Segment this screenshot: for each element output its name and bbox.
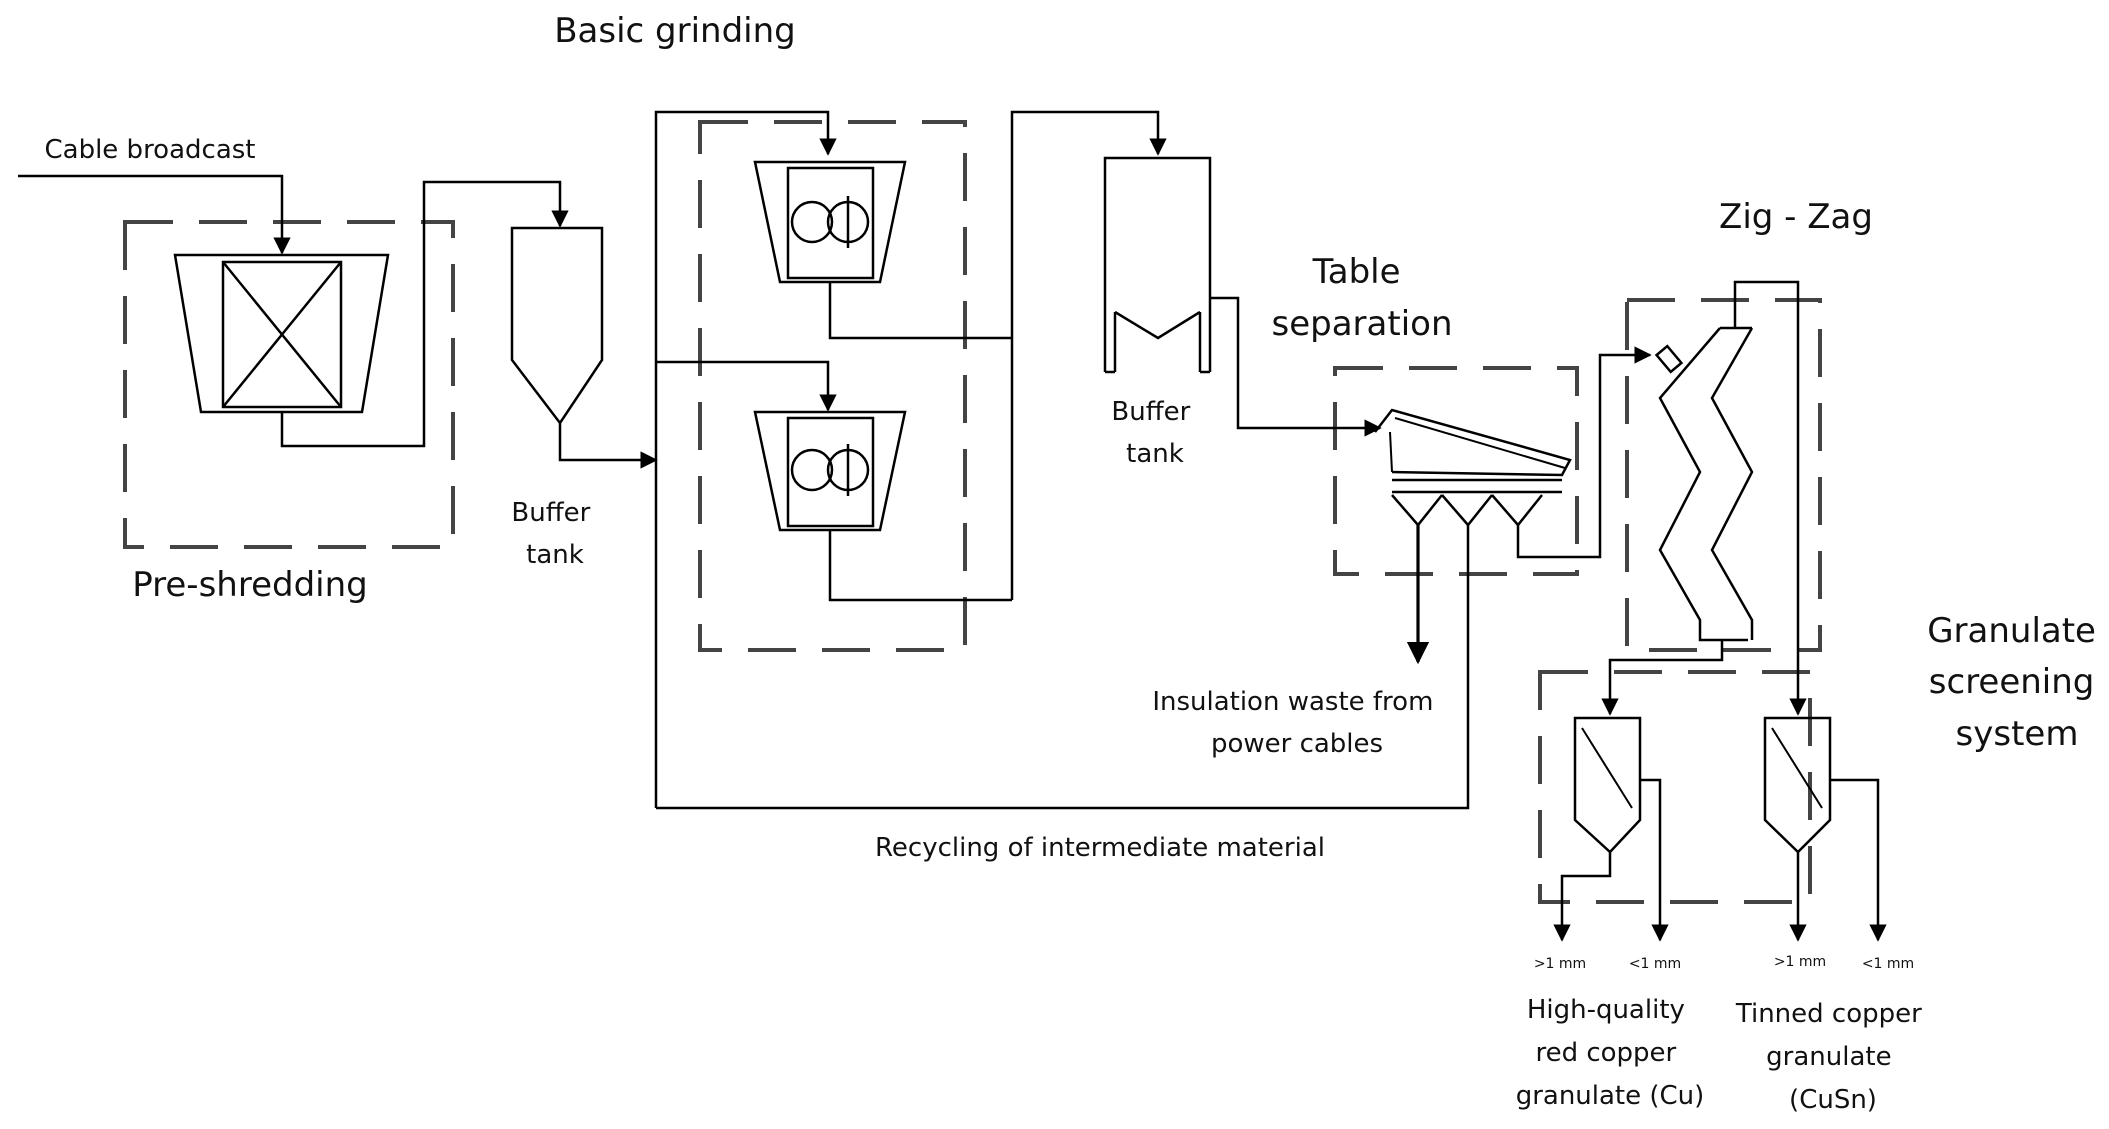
size-gt-1mm-label-1: >1 mm xyxy=(1534,956,1586,972)
separating-table-icon xyxy=(1374,408,1572,527)
grinding-feed-line-lower xyxy=(656,360,837,412)
pre-shredding-boundary xyxy=(123,220,455,549)
recycling-label: Recycling of intermediate material xyxy=(875,833,1325,863)
insulation-waste-label: Insulation waste from power cables xyxy=(1152,687,1441,759)
zig-zag-sifter-icon xyxy=(1654,320,1754,642)
basic-grinding-boundary xyxy=(698,120,967,652)
buffer-tank-2-label: Buffer tank xyxy=(1111,397,1198,469)
granulator-2-icon xyxy=(753,410,907,532)
zigzag-light-fraction-line xyxy=(1733,280,1807,716)
table-separation-label: Table separation xyxy=(1272,252,1453,344)
output-cusn-label: Tinned copper granulate (CuSn) xyxy=(1735,999,1930,1115)
pre-shredding-label: Pre-shredding xyxy=(132,565,367,605)
zig-zag-label: Zig - Zag xyxy=(1719,197,1873,237)
size-gt-1mm-label-2: >1 mm xyxy=(1774,954,1826,970)
basic-grinding-label: Basic grinding xyxy=(554,11,796,51)
table-separation-boundary xyxy=(1333,366,1579,576)
pre-shredder-icon xyxy=(173,253,390,414)
output-cu-label: High-quality red copper granulate (Cu) xyxy=(1516,995,1705,1111)
zigzag-heavy-fraction-line xyxy=(1601,640,1724,716)
screening-boundary xyxy=(1538,670,1812,904)
cable-broadcast-label: Cable broadcast xyxy=(44,135,255,165)
recycle-loop-line xyxy=(656,525,1470,810)
granulator-1-outlet-line xyxy=(828,282,1012,340)
buffer-tank-2-icon xyxy=(1103,156,1212,374)
granulate-screening-label: Granulate screening system xyxy=(1927,611,2107,754)
buffer-to-grinding-line xyxy=(558,423,658,469)
cable-feed-line xyxy=(18,174,291,255)
shredder-to-buffer-line xyxy=(280,180,569,448)
table-to-zigzag-line xyxy=(1516,346,1652,559)
screen-2-icon xyxy=(1763,716,1887,942)
buffer-tank-1-label: Buffer tank xyxy=(511,498,598,570)
size-lt-1mm-label-2: <1 mm xyxy=(1862,956,1914,972)
riser-to-buffer-line xyxy=(1010,110,1167,600)
zig-zag-boundary xyxy=(1625,298,1822,652)
size-lt-1mm-label-1: <1 mm xyxy=(1629,956,1681,972)
granulator-2-outlet-line xyxy=(828,530,1012,602)
buffer-to-table-line xyxy=(1210,296,1382,437)
buffer-tank-1-icon xyxy=(510,226,604,426)
screen-1-icon xyxy=(1553,716,1669,942)
granulator-1-icon xyxy=(753,160,907,284)
grinding-feed-line-upper xyxy=(654,110,837,808)
